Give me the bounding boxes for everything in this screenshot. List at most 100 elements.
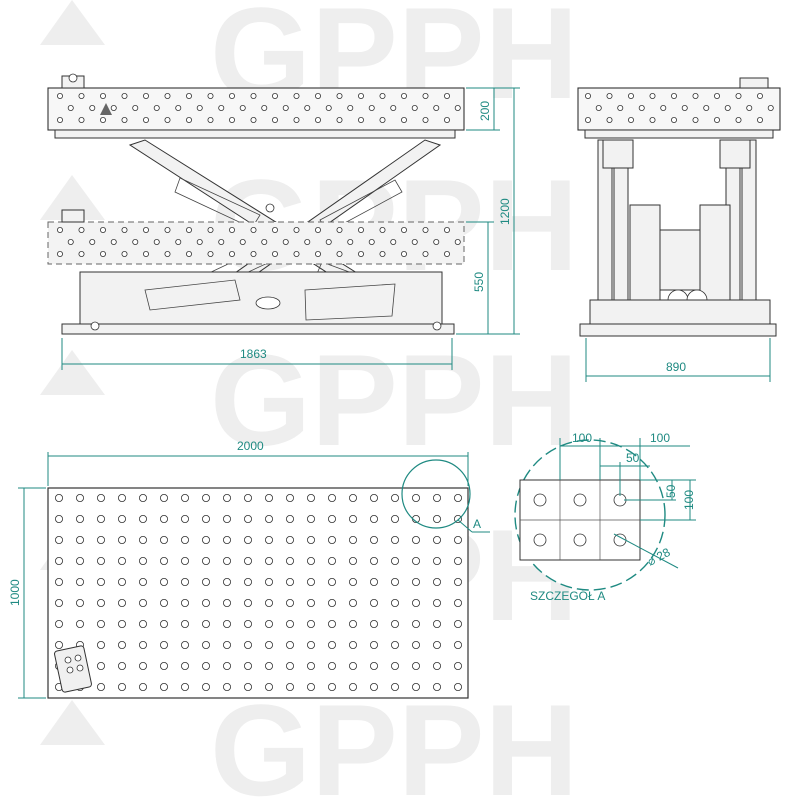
plate-hole	[443, 93, 450, 100]
watermark-triangle-icon	[40, 350, 105, 395]
grid-hole	[138, 578, 147, 587]
top-plate-frame	[54, 129, 456, 139]
grid-hole	[453, 641, 462, 650]
grid-hole	[348, 662, 357, 671]
grid-hole	[97, 683, 106, 692]
top-dimensions: 2000 1000	[8, 439, 469, 699]
front-center-block	[659, 229, 701, 291]
plate-hole	[660, 105, 667, 112]
front-plate-frame	[584, 129, 774, 139]
plate-hole	[314, 226, 321, 233]
grid-hole	[327, 683, 336, 692]
grid-hole	[369, 683, 378, 692]
base-arm-label-b	[304, 283, 396, 321]
plate-hole	[443, 117, 450, 124]
grid-hole	[97, 641, 106, 650]
grid-hole	[285, 578, 294, 587]
plate-hole	[628, 93, 635, 100]
grid-hole	[264, 536, 273, 545]
grid-hole	[55, 557, 64, 566]
grid-hole	[369, 493, 378, 502]
detail-circle-marker	[401, 459, 471, 529]
grid-hole	[222, 641, 231, 650]
plate-hole	[314, 93, 321, 100]
plate-hole	[400, 117, 407, 124]
base-frame	[61, 323, 455, 335]
plate-hole	[293, 226, 300, 233]
detail-hole	[533, 493, 547, 507]
plate-hole	[336, 117, 343, 124]
side-dimensions: 1863 200 1200 550	[61, 87, 520, 370]
plate-hole	[89, 238, 96, 245]
plate-hole	[714, 93, 721, 100]
detail-hole	[613, 533, 627, 547]
plate-hole	[400, 93, 407, 100]
grid-hole	[97, 599, 106, 608]
grid-hole	[138, 683, 147, 692]
grid-hole	[243, 515, 252, 524]
grid-hole	[306, 557, 315, 566]
side-clamp-lowered	[61, 209, 85, 223]
plate-hole	[282, 238, 289, 245]
front-dimensions: 890	[585, 338, 771, 382]
dim-half-y-label: 50	[664, 484, 678, 498]
grid-hole	[306, 599, 315, 608]
grid-hole	[453, 620, 462, 629]
plate-hole	[271, 226, 278, 233]
dim-pitch-y-label: 100	[682, 490, 696, 510]
grid-hole	[411, 536, 420, 545]
plate-hole	[57, 93, 64, 100]
plate-hole	[746, 105, 753, 112]
dim-total-height-label: 1200	[498, 198, 512, 225]
grid-hole	[369, 578, 378, 587]
top-plate-outline	[47, 487, 469, 699]
grid-hole	[97, 662, 106, 671]
plate-hole	[671, 93, 678, 100]
grid-hole	[453, 683, 462, 692]
plate-hole	[207, 250, 214, 257]
pendant-button	[76, 664, 84, 672]
grid-hole	[432, 641, 441, 650]
grid-hole	[453, 536, 462, 545]
grid-hole	[432, 578, 441, 587]
grid-hole	[76, 620, 85, 629]
grid-hole	[222, 599, 231, 608]
grid-hole	[159, 557, 168, 566]
grid-hole	[201, 683, 210, 692]
grid-hole	[327, 536, 336, 545]
dim-top-plate-label: 200	[478, 101, 492, 121]
pendant-button	[64, 656, 72, 664]
grid-hole	[55, 493, 64, 502]
plate-hole	[314, 117, 321, 124]
detail-hole	[533, 533, 547, 547]
logo-triangle-icon	[100, 103, 112, 115]
grid-hole	[390, 599, 399, 608]
plate-hole	[142, 93, 149, 100]
plate-hole	[379, 93, 386, 100]
grid-hole	[159, 683, 168, 692]
front-clamp	[739, 77, 769, 89]
grid-hole	[118, 536, 127, 545]
grid-hole	[264, 493, 273, 502]
plate-hole	[89, 105, 96, 112]
grid-hole	[432, 536, 441, 545]
plate-hole	[433, 105, 440, 112]
grid-hole	[243, 683, 252, 692]
grid-hole	[348, 578, 357, 587]
grid-hole	[432, 557, 441, 566]
grid-hole	[264, 557, 273, 566]
grid-hole	[180, 536, 189, 545]
plate-hole	[218, 105, 225, 112]
plate-hole	[671, 117, 678, 124]
grid-hole	[76, 493, 85, 502]
grid-hole	[390, 641, 399, 650]
grid-hole	[453, 599, 462, 608]
plate-hole	[400, 226, 407, 233]
grid-hole	[411, 641, 420, 650]
grid-hole	[243, 536, 252, 545]
grid-hole	[243, 599, 252, 608]
grid-hole	[390, 536, 399, 545]
plate-hole	[57, 226, 64, 233]
grid-hole	[243, 493, 252, 502]
